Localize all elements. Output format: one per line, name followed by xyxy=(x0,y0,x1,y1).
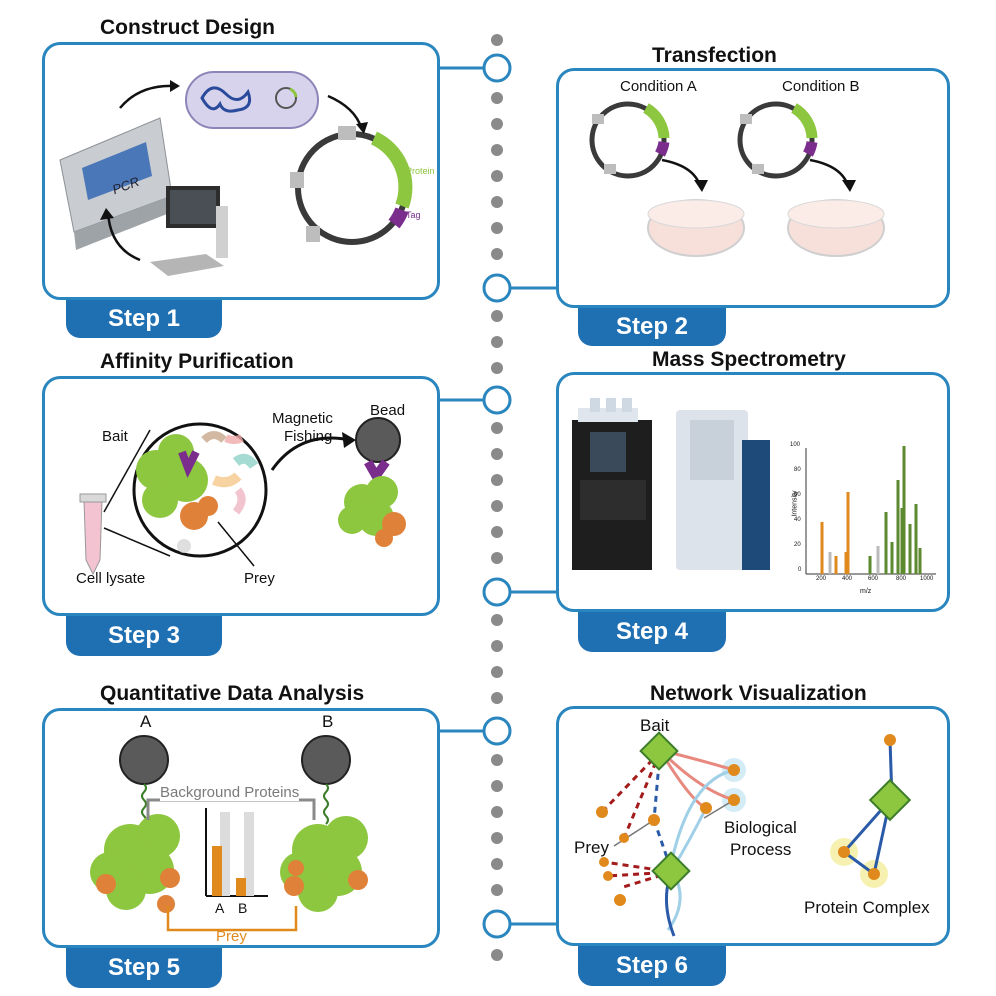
bar-b-label: B xyxy=(238,900,248,916)
condition-b-label: Condition B xyxy=(782,78,860,95)
prey-protein-icon xyxy=(180,496,218,530)
mz-label: m/z xyxy=(860,588,872,595)
petri-dish-b-icon xyxy=(787,199,885,257)
cell-lysate-label: Cell lysate xyxy=(76,570,146,587)
prey-label-6: Prey xyxy=(574,838,609,857)
y-tick-100: 100 xyxy=(790,442,801,448)
x-tick-1000: 1000 xyxy=(920,576,934,582)
x-tick-400: 400 xyxy=(842,576,853,582)
y-tick-40: 40 xyxy=(794,517,801,523)
x-tick-600: 600 xyxy=(868,576,879,582)
step5-title: Quantitative Data Analysis xyxy=(100,682,365,705)
computer-icon xyxy=(150,186,228,276)
bacterium-icon xyxy=(185,71,319,129)
step4-title: Mass Spectrometry xyxy=(652,348,846,371)
step2-panel xyxy=(556,68,950,308)
prey-label: Prey xyxy=(244,570,275,587)
magnetic-label: Magnetic xyxy=(272,410,333,427)
process-label: Process xyxy=(730,840,792,859)
background-proteins-label: Background Proteins xyxy=(160,784,300,801)
abundance-bar-chart xyxy=(205,808,268,897)
tube-icon xyxy=(79,493,107,576)
x-tick-200: 200 xyxy=(816,576,827,582)
protein-complex-label: Protein Complex xyxy=(804,898,930,917)
petri-dish-a-icon xyxy=(647,199,745,257)
tag-label: Tag xyxy=(406,210,421,220)
step2-title: Transfection xyxy=(652,44,777,67)
step5-tab: Step 5 xyxy=(66,948,222,988)
mass-spectrometer-icon xyxy=(676,410,770,570)
pcr-machine-icon xyxy=(59,117,173,250)
bait-label: Bait xyxy=(102,428,128,445)
x-tick-800: 800 xyxy=(896,576,907,582)
spectrum-chart xyxy=(805,446,936,575)
condition-a-label: Condition A xyxy=(620,78,697,95)
bait-nodes xyxy=(639,731,912,891)
bead-icon xyxy=(355,417,401,463)
step6-tab: Step 6 xyxy=(578,946,726,986)
plasmid-a-icon xyxy=(589,101,670,179)
step4-tab: Step 4 xyxy=(578,612,726,652)
fishing-label: Fishing xyxy=(284,428,333,445)
plasmid-icon xyxy=(290,126,413,245)
protein-label: Protein xyxy=(406,166,435,176)
step6-title: Network Visualization xyxy=(650,682,867,705)
bar-a-label: A xyxy=(215,900,225,916)
y-tick-60: 60 xyxy=(794,492,801,498)
step1-tab: Step 1 xyxy=(66,300,222,338)
bait-label-6: Bait xyxy=(640,716,670,735)
a-label: A xyxy=(140,712,152,731)
y-tick-80: 80 xyxy=(794,467,801,473)
y-tick-0: 0 xyxy=(798,567,802,573)
step2-tab: Step 2 xyxy=(578,308,726,346)
step5-panel xyxy=(42,708,440,948)
b-label: B xyxy=(322,712,334,731)
prey-nodes xyxy=(596,734,896,906)
bead-label: Bead xyxy=(370,402,406,419)
biological-label: Biological xyxy=(724,818,797,837)
step3-title: Affinity Purification xyxy=(100,350,294,373)
plasmid-b-icon xyxy=(737,101,818,179)
lc-instrument-icon xyxy=(572,398,652,570)
step3-tab: Step 3 xyxy=(66,616,222,656)
prey-label-5: Prey xyxy=(216,928,247,945)
step1-title: Construct Design xyxy=(100,16,276,39)
y-tick-20: 20 xyxy=(794,542,801,548)
